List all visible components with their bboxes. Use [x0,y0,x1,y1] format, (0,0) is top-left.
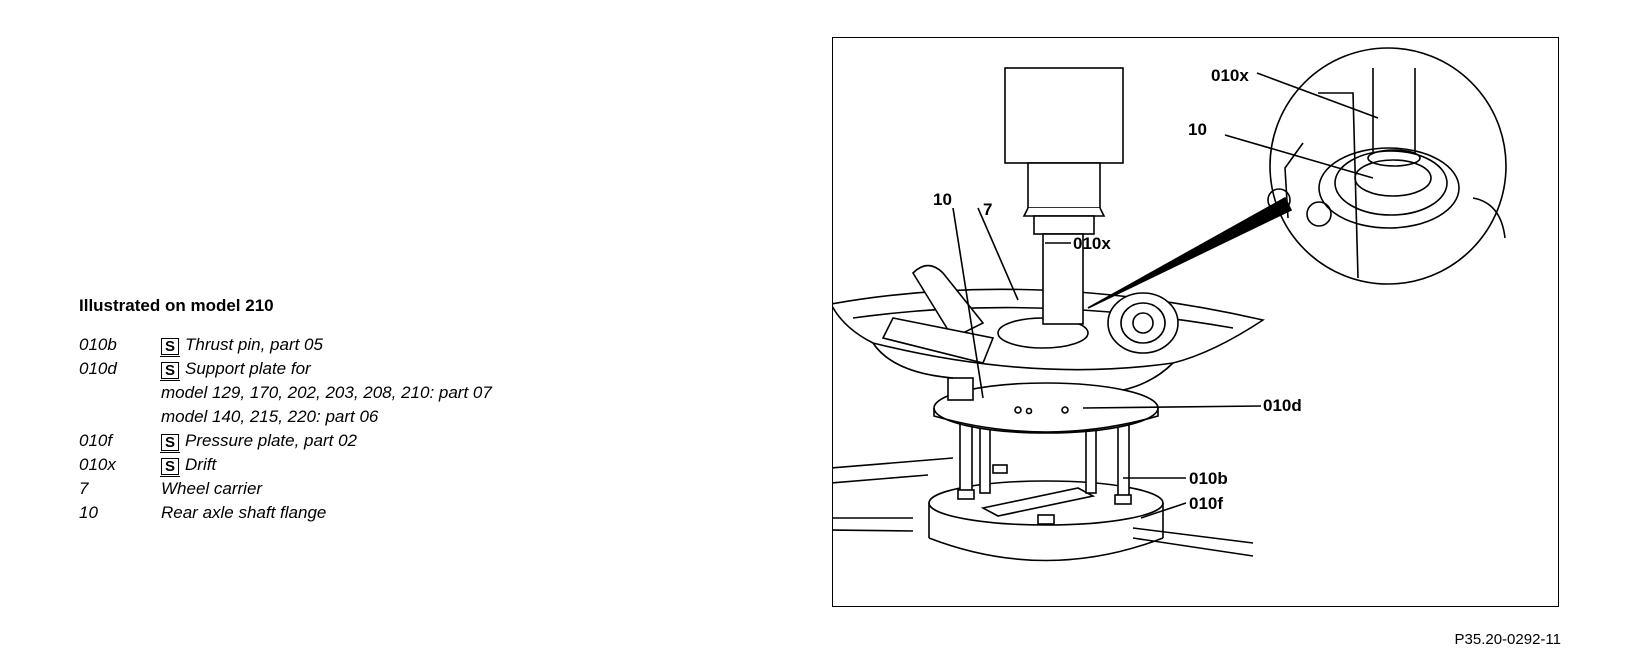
legend-item-code: 010b [79,335,117,354]
technical-illustration: 010x 10 7 10 010x 010d 010b 010f [832,37,1559,607]
legend-item-description: Wheel carrier [161,479,263,498]
label-010d: 010d [1263,396,1302,415]
legend-item: 010f S Pressure plate, part 02 [79,430,779,453]
legend-item: model 129, 170, 202, 203, 208, 210: part… [79,382,779,403]
special-tool-icon: S [160,458,180,477]
label-10-top: 10 [1188,120,1207,139]
legend-item: 010b S Thrust pin, part 05 [79,334,779,357]
special-tool-icon: S [160,362,180,381]
legend-item-code: 010x [79,455,116,474]
label-10-left: 10 [933,190,952,209]
legend-item-description: model 129, 170, 202, 203, 208, 210: part… [161,383,492,402]
figure-reference: P35.20-0292-11 [1454,631,1561,648]
legend-item-text: S Support plate for [160,358,779,381]
legend-item-text: Wheel carrier [161,478,779,499]
legend-item: model 140, 215, 220: part 06 [79,406,779,427]
legend-item-description: Pressure plate, part 02 [185,431,357,450]
illustration-drawing: 010x 10 7 10 010x 010d 010b 010f [833,47,1507,562]
label-010x-top: 010x [1211,66,1249,85]
legend-item-text: S Pressure plate, part 02 [160,430,779,453]
legend-item-code [79,406,161,427]
legend-item-code: 10 [79,503,98,522]
legend-item-text: model 129, 170, 202, 203, 208, 210: part… [161,382,779,403]
label-010f: 010f [1189,494,1223,513]
legend-item: 7 Wheel carrier [79,478,779,499]
legend-item-description: Thrust pin, part 05 [185,335,323,354]
legend-item-code: 7 [79,479,89,498]
legend-item: 10 Rear axle shaft flange [79,502,779,523]
special-tool-icon: S [160,338,180,357]
legend-heading: Illustrated on model 210 [79,296,274,315]
special-tool-icon: S [160,434,180,453]
label-7: 7 [983,200,992,219]
legend-item-description: Support plate for [185,359,311,378]
label-010x-mid: 010x [1073,234,1111,253]
legend-item-text: S Drift [160,454,779,477]
legend-item-description: model 140, 215, 220: part 06 [161,407,379,426]
legend-item-code: 010d [79,359,117,378]
legend-item-code [79,382,161,403]
label-010b: 010b [1189,469,1228,488]
legend-item-text: model 140, 215, 220: part 06 [161,406,779,427]
legend-item-text: S Thrust pin, part 05 [160,334,779,357]
legend-item: 010d S Support plate for [79,358,779,381]
legend-item-description: Rear axle shaft flange [161,503,327,522]
legend-item: 010x S Drift [79,454,779,477]
legend-item-text: Rear axle shaft flange [161,502,779,523]
legend-item-description: Drift [185,455,217,474]
legend-item-code: 010f [79,431,113,450]
